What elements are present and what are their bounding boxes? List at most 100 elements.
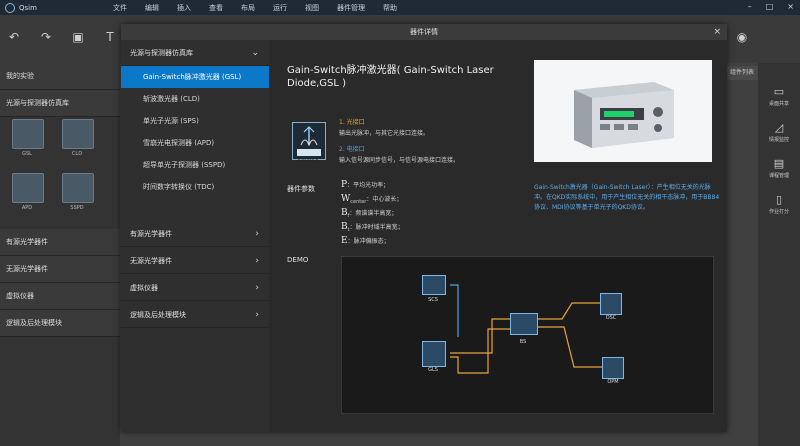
category-logic-modules-label: 逻辑及后处理模块 <box>130 311 186 319</box>
param-polarization: E：脉冲偏振态； <box>341 236 390 246</box>
osc-node[interactable] <box>600 293 622 315</box>
device-item-gsl[interactable]: Gain-Switch脉冲激光器 (GSL) <box>121 66 269 88</box>
undo-icon[interactable]: ↶ <box>8 30 20 44</box>
param-wavelength-text: ：中心波长； <box>366 196 403 203</box>
menu-bar: 文件 编辑 插入 查看 布局 运行 视图 器件管理 帮助 <box>113 3 397 13</box>
library-section-logic[interactable]: 逻辑及后处理模块 <box>0 310 120 337</box>
param-spectral-width: Bf：频谱谱半高宽； <box>341 208 397 219</box>
demo-label: DEMO <box>287 256 309 264</box>
window-controls: – □ × <box>748 2 794 11</box>
title-bar: Qsim 文件 编辑 插入 查看 布局 运行 视图 器件管理 帮助 – □ × <box>0 0 800 15</box>
category-logic-modules[interactable]: 逻辑及后处理模块 › <box>121 302 269 328</box>
library-section-light-source[interactable]: 光源与探测器仿真库 <box>0 90 120 117</box>
scs-node-label: SCS <box>428 297 438 303</box>
monitoring-button[interactable]: ◿ 情报监控 <box>758 121 800 143</box>
minimize-icon[interactable]: – <box>747 2 752 11</box>
scs-node[interactable] <box>422 275 446 295</box>
redo-icon[interactable]: ↷ <box>40 30 52 44</box>
param-power-text: ：平均光功率； <box>347 182 390 189</box>
category-virtual-instruments[interactable]: 虚拟仪器 › <box>121 275 269 301</box>
component-list-tab[interactable]: 组件列表 <box>724 66 760 80</box>
menu-insert[interactable]: 插入 <box>177 3 191 12</box>
param-wavelength: Wcenter：中心波长； <box>341 194 402 205</box>
modal-sidebar: 光源与探测器仿真库 ⌄ Gain-Switch脉冲激光器 (GSL) 斩波激光器… <box>121 40 269 432</box>
close-window-icon[interactable]: × <box>787 2 794 11</box>
opm-node-label: OPM <box>607 379 619 385</box>
gsl-symbol-icon <box>297 126 321 156</box>
tile-gsl[interactable] <box>12 119 44 149</box>
monitoring-label: 情报监控 <box>768 137 789 143</box>
category-virtual-instruments-label: 虚拟仪器 <box>130 284 158 292</box>
menu-file[interactable]: 文件 <box>113 3 127 12</box>
tile-cld[interactable] <box>62 119 94 149</box>
device-item-tdc[interactable]: 时间数字转换仪 (TDC) <box>143 183 215 191</box>
category-light-source[interactable]: 光源与探测器仿真库 ⌄ <box>121 40 269 66</box>
category-light-source-label: 光源与探测器仿真库 <box>130 49 193 57</box>
text-icon[interactable]: T <box>106 30 114 44</box>
param-pulse-symbol: B <box>341 222 348 232</box>
device-symbol-caption: Random ϕ <box>297 157 319 162</box>
component-library-panel: 我的实验 光源与探测器仿真库 GSL CLD APD SSPD 有源光学器件 无… <box>0 63 120 446</box>
param-spectral-sub: f <box>347 213 350 220</box>
demo-diagram[interactable]: SCS GLS BS OSC OPM <box>341 256 714 414</box>
app-name: Qsim <box>19 3 37 12</box>
modal-header: 器件详情 × <box>121 24 727 40</box>
param-pulse-sub: t <box>347 227 350 234</box>
device-item-cld[interactable]: 斩波激光器 (CLD) <box>143 95 200 103</box>
menu-window[interactable]: 视图 <box>305 3 319 12</box>
param-spectral-symbol: B <box>341 208 348 218</box>
maximize-icon[interactable]: □ <box>765 2 774 11</box>
category-passive-optics-label: 无源光学器件 <box>130 257 172 265</box>
device-photo <box>534 60 712 162</box>
param-wavelength-symbol: W <box>341 194 351 204</box>
menu-view[interactable]: 查看 <box>209 3 223 12</box>
course-icon: ▤ <box>773 157 785 170</box>
image-icon[interactable]: ▣ <box>72 30 84 44</box>
menu-help[interactable]: 帮助 <box>383 3 397 12</box>
tile-apd[interactable] <box>12 173 44 203</box>
opm-node[interactable] <box>602 357 624 379</box>
chevron-right-icon: › <box>255 310 259 320</box>
tile-sspd-label: SSPD <box>70 205 84 211</box>
grading-button[interactable]: ▯ 作业打分 <box>758 193 800 215</box>
gls-node[interactable] <box>422 341 446 367</box>
device-item-apd[interactable]: 雪崩光电探测器 (APD) <box>143 139 215 147</box>
params-heading: 器件参数 <box>287 185 315 193</box>
modal-close-icon[interactable]: × <box>713 27 721 37</box>
desktop-share-button[interactable]: ▭ 桌面共享 <box>758 85 800 107</box>
port-1-name: 1. 光接口 <box>339 119 365 126</box>
device-detail-content: Gain-Switch脉冲激光器( Gain-Switch Laser Diod… <box>269 40 727 432</box>
demo-wiring <box>450 284 602 374</box>
param-power-symbol: P <box>341 180 348 190</box>
device-item-sspd[interactable]: 超导单光子探测器 (SSPD) <box>143 161 226 169</box>
laser-device-illustration <box>574 82 674 148</box>
bs-node-label: BS <box>519 339 527 345</box>
right-tool-panel: ▭ 桌面共享 ◿ 情报监控 ▤ 课程管理 ▯ 作业打分 <box>758 63 800 446</box>
osc-node-label: OSC <box>605 315 617 321</box>
bs-node[interactable] <box>510 313 538 335</box>
tile-sspd[interactable] <box>62 173 94 203</box>
device-title: Gain-Switch脉冲激光器( Gain-Switch Laser Diod… <box>287 65 494 89</box>
menu-run[interactable]: 运行 <box>273 3 287 12</box>
menu-edit[interactable]: 编辑 <box>145 3 159 12</box>
course-manage-button[interactable]: ▤ 课程管理 <box>758 157 800 179</box>
library-section-active[interactable]: 有源光学器件 <box>0 229 120 256</box>
chart-icon: ◿ <box>774 121 784 134</box>
category-passive-optics[interactable]: 无源光学器件 › <box>121 248 269 274</box>
library-section-passive[interactable]: 无源光学器件 <box>0 256 120 283</box>
category-active-optics-label: 有源光学器件 <box>130 230 172 238</box>
menu-layout[interactable]: 布局 <box>241 3 255 12</box>
menu-device-manage[interactable]: 器件管理 <box>337 3 365 12</box>
library-section-virtual[interactable]: 虚拟仪器 <box>0 283 120 310</box>
monitor-icon: ▭ <box>773 85 785 98</box>
device-item-sps[interactable]: 单光子光源 (SPS) <box>143 117 199 125</box>
chevron-right-icon: › <box>255 283 259 293</box>
chevron-right-icon: › <box>255 229 259 239</box>
settings-icon[interactable]: ◉ <box>736 30 748 44</box>
tile-apd-label: APD <box>21 205 33 211</box>
param-wavelength-sub: center <box>350 199 367 206</box>
device-description: Gain-Switch激光器（Gain-Switch Laser）：产生相位无关… <box>534 184 720 211</box>
param-polarization-symbol: E <box>341 236 348 246</box>
my-experiments[interactable]: 我的实验 <box>0 63 120 90</box>
category-active-optics[interactable]: 有源光学器件 › <box>121 221 269 247</box>
